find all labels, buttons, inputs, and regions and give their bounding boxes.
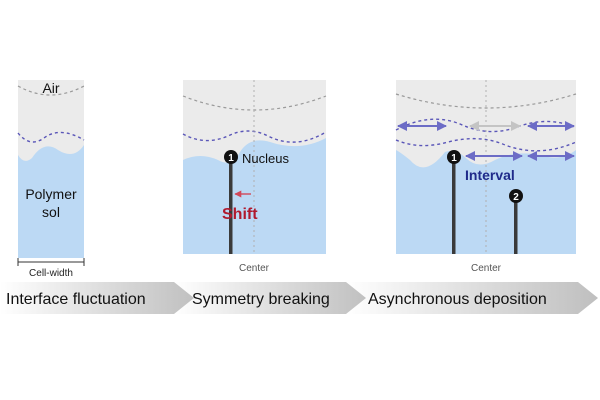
panel-asynchronous-deposition: 1 2 Interval Center (395, 80, 577, 274)
cell-width-bracket (17, 258, 85, 266)
interface-dashed-line (182, 130, 327, 143)
nucleus-marker (224, 150, 238, 164)
nucleus-label: Nucleus (242, 151, 289, 166)
center-label: Center (471, 263, 502, 274)
stage-arrow-1 (0, 282, 198, 314)
panel-interface-fluctuation: Air Polymer sol Cell-width (17, 80, 85, 279)
deposit-rod-1 (452, 158, 456, 254)
air-top-dashed-line (182, 95, 327, 111)
sol-label: sol (42, 204, 60, 220)
shift-label: Shift (222, 206, 258, 223)
air-top-dashed-line (17, 85, 85, 96)
cell-width-label: Cell-width (29, 268, 73, 279)
interval-label: Interval (465, 167, 515, 183)
nucleus-1-number: 1 (451, 153, 457, 164)
stage-label-2: Symmetry breaking (192, 291, 330, 308)
stage-label-3: Asynchronous deposition (368, 291, 547, 308)
nucleus-2-number: 2 (513, 192, 519, 203)
stage-arrow-2 (174, 282, 370, 314)
center-label: Center (239, 263, 270, 274)
nucleus-number: 1 (228, 153, 234, 164)
stage-arrow-3 (346, 282, 598, 314)
panel-symmetry-breaking: 1 Nucleus Shift Center (182, 80, 327, 274)
deposit-rod-2 (514, 197, 518, 254)
air-label: Air (42, 80, 59, 96)
nucleus-marker-2 (509, 189, 523, 203)
air-region (18, 80, 84, 161)
air-region (396, 80, 576, 168)
deposit-rod (229, 158, 233, 254)
stage-label-1: Interface fluctuation (6, 291, 146, 308)
nucleus-marker-1 (447, 150, 461, 164)
interface-dashed-line-lower (395, 137, 577, 152)
stage-banner-row: Interface fluctuation Symmetry breaking … (0, 282, 598, 314)
air-top-dashed-line (395, 93, 577, 109)
polymer-label: Polymer (25, 186, 77, 202)
